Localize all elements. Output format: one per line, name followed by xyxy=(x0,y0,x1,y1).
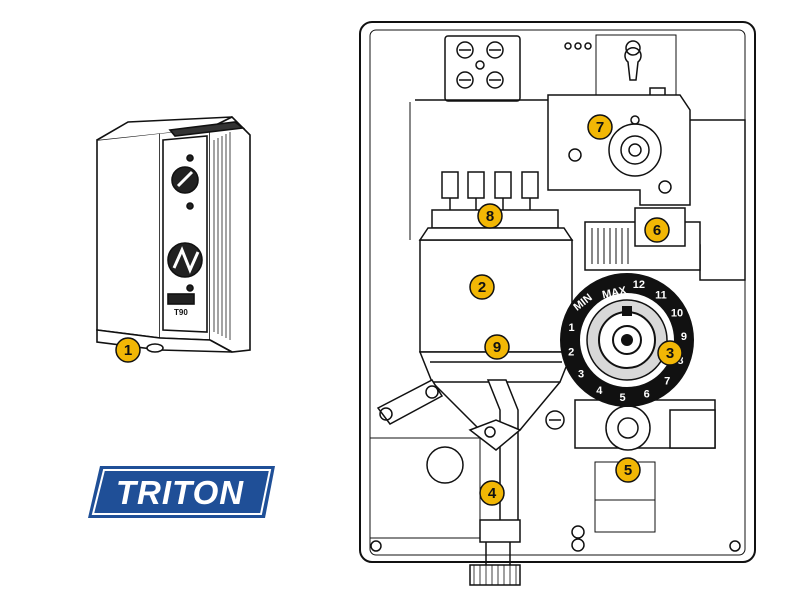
callout-label-3: 3 xyxy=(666,345,674,362)
unit-model-label: T90 xyxy=(174,308,188,317)
dial-number-1: 1 xyxy=(568,322,574,334)
dial-number-2: 2 xyxy=(568,347,574,359)
callout-badge-1: 1 xyxy=(115,337,141,363)
callout-label-4: 4 xyxy=(488,485,497,502)
callout-badge-8: 8 xyxy=(477,203,503,229)
callout-badge-2: 2 xyxy=(469,274,495,300)
logo-text: TRITON xyxy=(116,474,244,511)
dial-max-label: MAX xyxy=(601,285,628,302)
dial-number-6: 6 xyxy=(644,389,650,401)
internal-layout xyxy=(359,21,756,586)
dial-number-11: 11 xyxy=(655,289,667,301)
callout-badge-6: 6 xyxy=(644,217,670,243)
callout-badge-9: 9 xyxy=(484,334,510,360)
dial-number-7: 7 xyxy=(664,375,670,387)
dial-number-9: 9 xyxy=(681,331,687,343)
callout-label-5: 5 xyxy=(624,462,632,479)
dial-number-3: 3 xyxy=(578,369,584,381)
callout-label-8: 8 xyxy=(486,208,494,225)
callout-label-7: 7 xyxy=(596,119,604,136)
callout-badge-4: 4 xyxy=(479,480,505,506)
callout-label-9: 9 xyxy=(493,339,501,356)
callout-label-1: 1 xyxy=(124,342,132,359)
dial-number-5: 5 xyxy=(620,392,626,404)
callout-badge-3: 3 xyxy=(657,340,683,366)
callout-badge-5: 5 xyxy=(615,457,641,483)
dial-number-8: 8 xyxy=(677,355,683,367)
callout-label-2: 2 xyxy=(478,279,486,296)
dial-number-4: 4 xyxy=(596,385,603,397)
callout-label-6: 6 xyxy=(653,222,661,239)
callout-badges: 1 2 3 4 5 6 7 8 xyxy=(115,114,683,506)
callout-badge-7: 7 xyxy=(587,114,613,140)
dial-number-10: 10 xyxy=(671,308,683,320)
triton-logo: TRITON xyxy=(88,466,275,518)
dial-number-12: 12 xyxy=(633,279,645,291)
shower-unit-illustration xyxy=(96,116,251,353)
